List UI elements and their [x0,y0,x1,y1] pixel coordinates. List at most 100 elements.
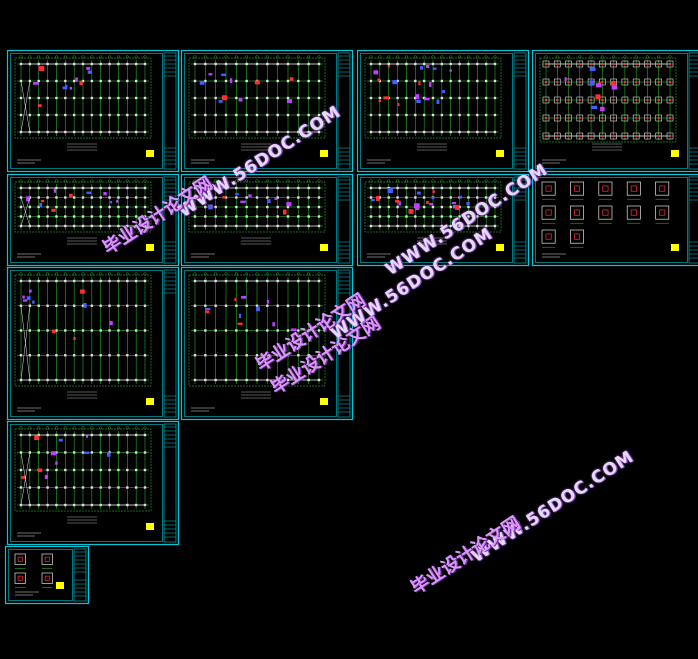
column [245,196,248,199]
axis-bubble [90,426,94,430]
drawing-sheet[interactable] [6,266,180,421]
axis-bubble [484,55,488,59]
title-block [73,548,87,602]
axis-bubble [224,179,228,183]
column [46,304,49,307]
column [90,279,94,283]
column [55,205,58,209]
reinforcement-mark [595,94,601,100]
footing-detail [541,205,556,220]
axis-bubble [28,179,32,183]
column [255,186,259,190]
sheet-stamp [320,244,328,251]
column [484,96,488,100]
column [387,224,390,228]
axis-bubble [458,179,462,183]
drawing-sheet[interactable] [180,266,354,421]
column [55,96,58,100]
column [317,62,321,66]
drawing-sheet[interactable] [6,49,180,173]
drawing-sheet[interactable] [180,49,354,173]
column [46,130,49,134]
column [235,79,238,83]
drawing-sheet[interactable] [531,49,698,173]
footing [553,78,561,86]
column [108,196,111,199]
column [126,113,129,117]
column [64,354,67,357]
reinforcement-mark [426,200,429,205]
reinforcement-mark [418,80,421,86]
column [99,279,102,283]
column [578,63,581,65]
column [117,354,120,357]
column [90,304,94,307]
column [55,354,58,357]
drawing-sheet[interactable] [6,173,180,267]
column [484,62,488,66]
axis-bubble [612,55,616,59]
column [193,186,197,190]
column [143,354,147,357]
column [387,130,390,134]
drawing-sheet[interactable] [4,545,90,605]
column [72,451,76,454]
reinforcement-mark [32,300,35,304]
footing-column [574,233,580,240]
column [90,186,94,190]
footing [610,114,617,122]
drawing-sheet[interactable] [356,49,530,173]
column [143,79,147,83]
column [245,354,248,357]
reinforcement-mark [395,199,400,203]
column [378,196,382,199]
column [405,130,408,134]
reinforcement-mark [415,94,420,99]
column [467,205,470,209]
reinforcement-mark [69,193,73,198]
column [276,215,279,218]
drawing-sheet[interactable] [6,420,180,546]
column [37,96,40,100]
drawing-sheet[interactable] [356,173,530,267]
column [276,130,279,134]
axis-bubble [668,55,672,59]
reinforcement-mark [37,468,43,473]
drawing-sheet[interactable] [180,173,354,267]
reinforcement-mark [80,289,85,294]
column [204,205,207,209]
axis-bubble [193,179,197,183]
column [431,205,435,209]
column [134,96,138,100]
reinforcement-mark [449,69,453,72]
column [55,186,58,190]
reinforcement-mark [69,86,73,90]
drawing-sheet[interactable] [531,173,698,267]
column [134,215,138,218]
column [46,378,49,382]
reinforcement-mark [51,208,56,212]
reinforcement-mark [415,207,420,210]
column [405,215,408,218]
column [276,329,279,332]
column [28,96,32,100]
footing-detail [570,229,584,244]
column [414,186,417,190]
column [396,224,399,228]
axis-bubble [214,272,218,276]
column [307,130,310,134]
footing-column [659,209,666,216]
column [55,329,58,332]
axis-bubble [63,55,67,59]
reinforcement-mark [416,99,421,103]
reinforcement-mark [248,194,252,198]
footing [542,60,550,68]
column [72,224,76,228]
column [117,215,120,218]
column [493,215,497,218]
column [117,503,120,507]
reinforcement-mark [238,313,242,318]
reinforcement-mark [256,306,260,312]
column [134,186,138,190]
